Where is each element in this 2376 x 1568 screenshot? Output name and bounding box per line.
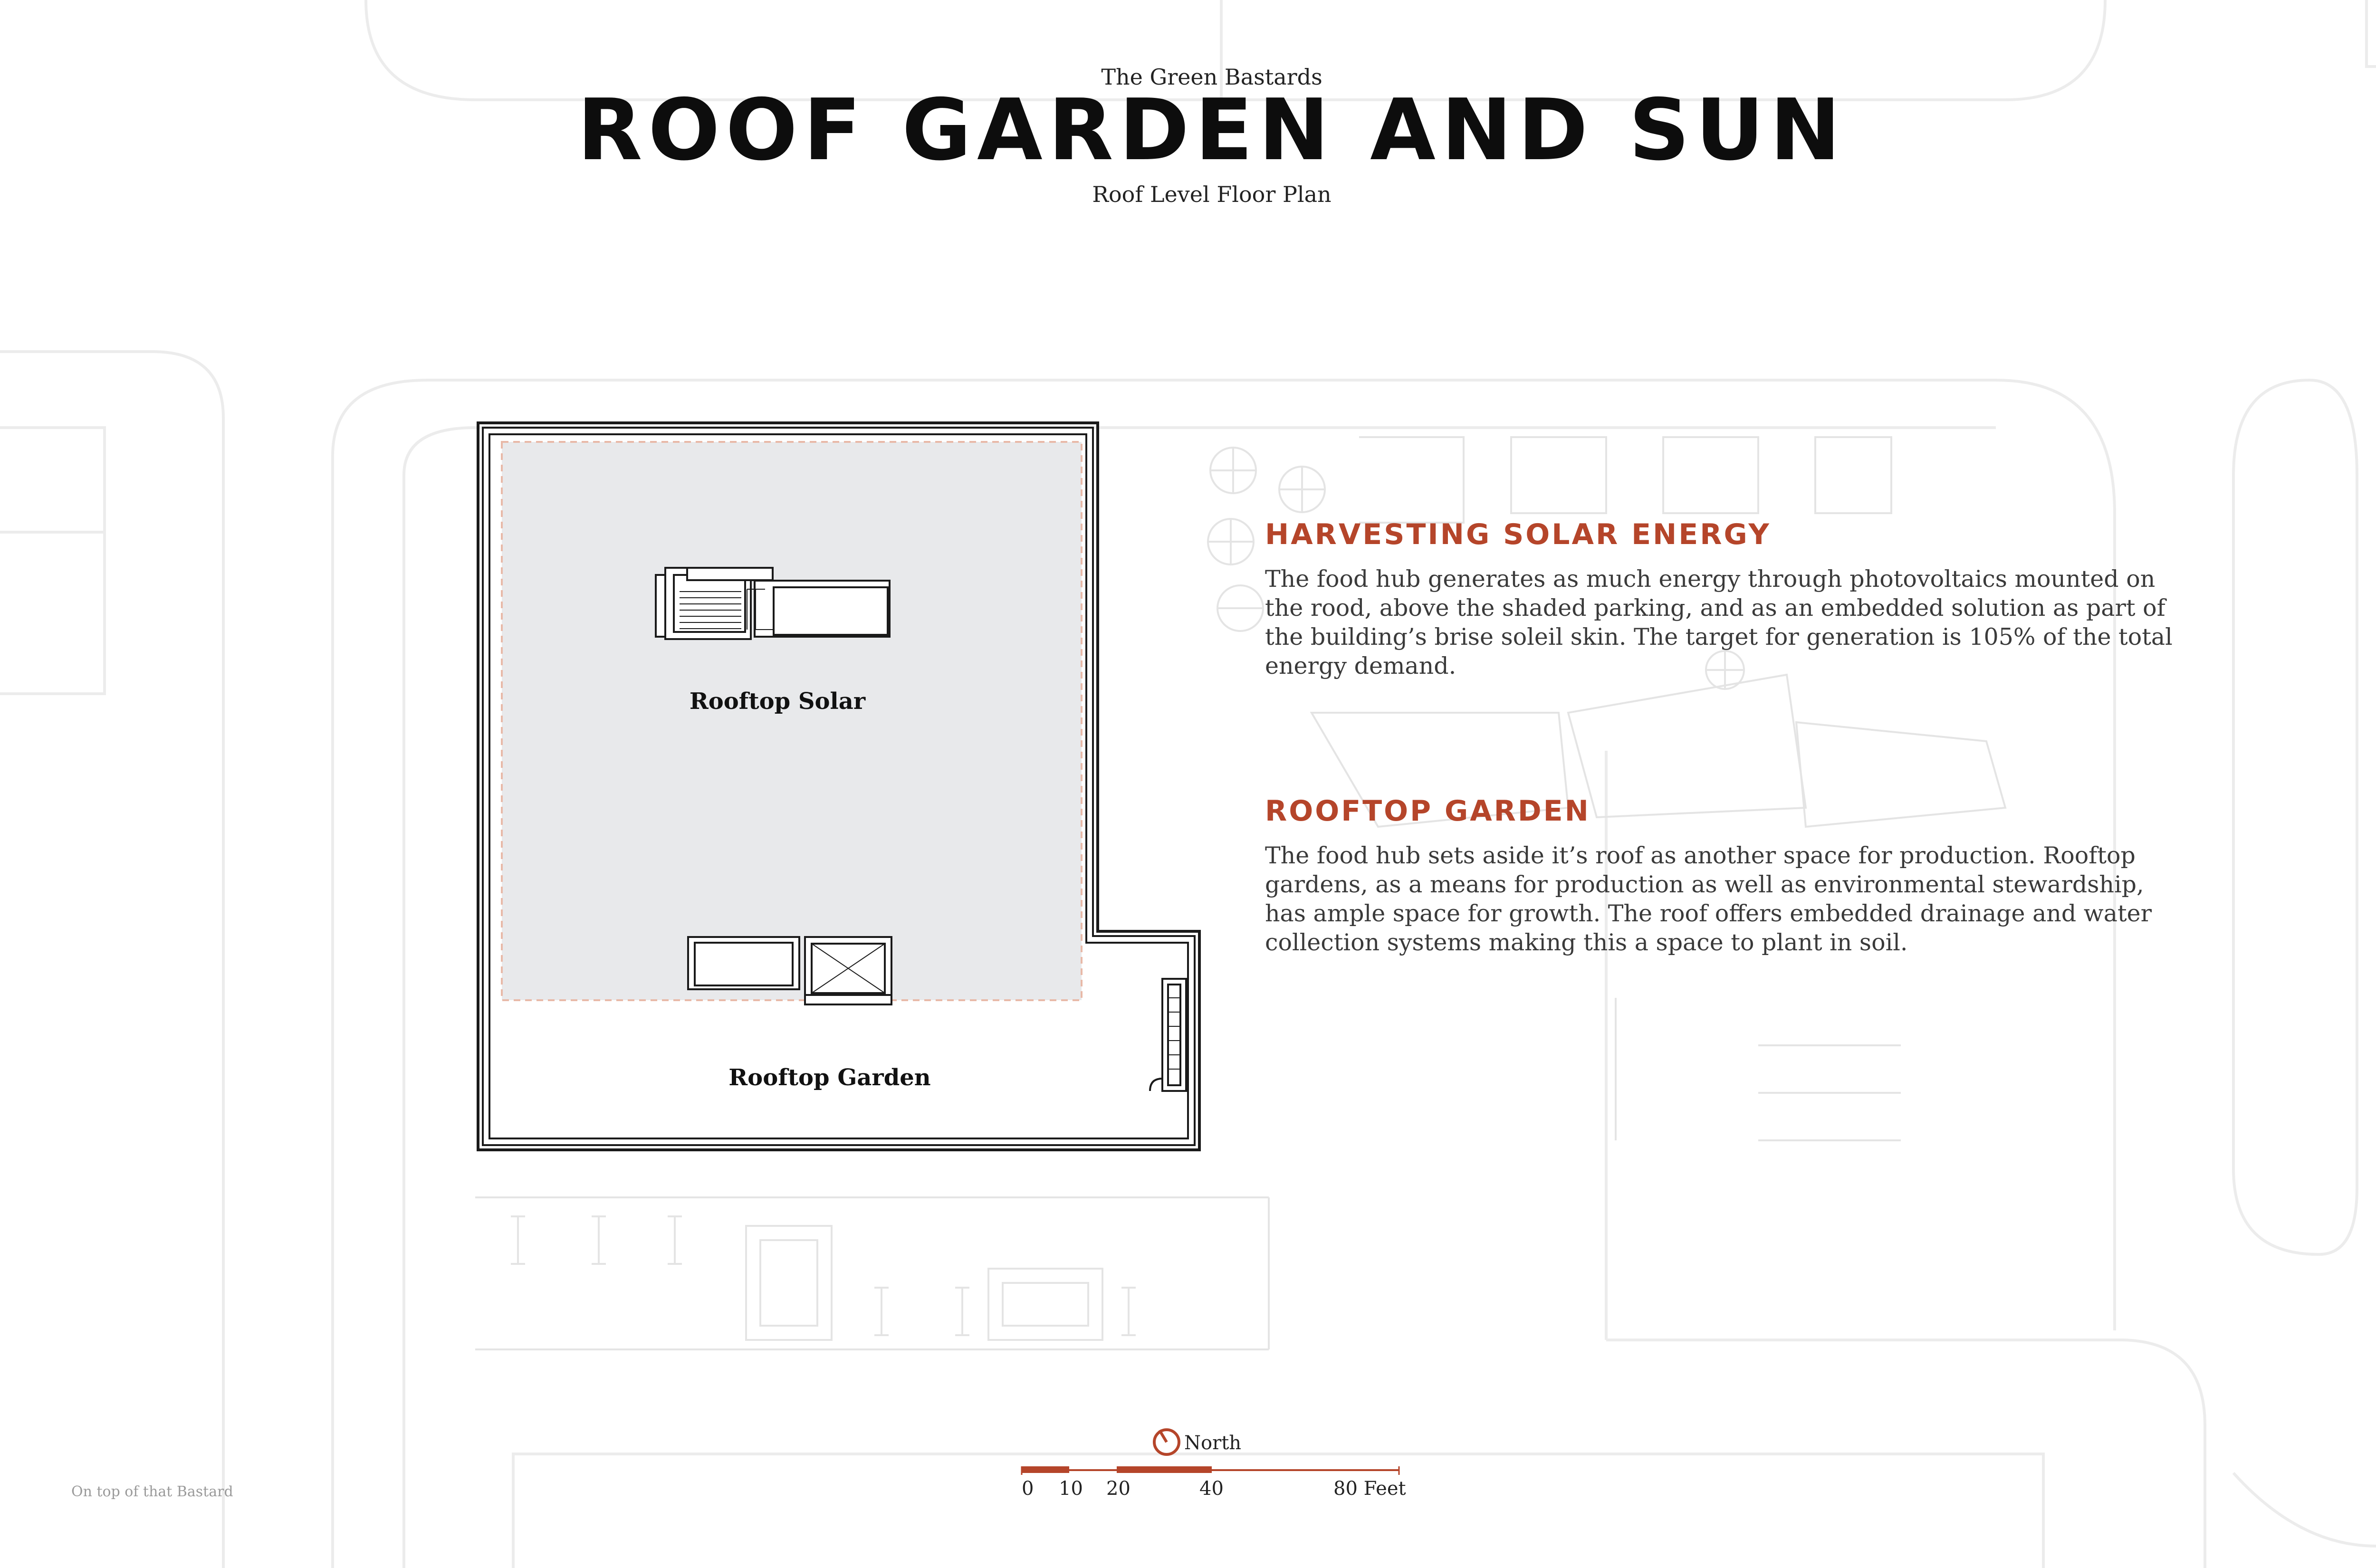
rooftop-garden-label: Rooftop Garden <box>728 1064 931 1091</box>
scale-tick-label: 40 <box>1199 1478 1224 1500</box>
solar-section-body: The food hub generates as much energy th… <box>1265 564 2196 680</box>
rooftop-solar-label: Rooftop Solar <box>689 688 866 715</box>
site-context-furniture <box>475 436 2007 1350</box>
garden-section-heading: ROOFTOP GARDEN <box>1265 794 1590 828</box>
solar-section-heading: HARVESTING SOLAR ENERGY <box>1265 518 1771 551</box>
scale-tick-label: 0 <box>1022 1478 1034 1500</box>
north-label: North <box>1184 1432 1242 1454</box>
north-arrow-icon <box>1153 1428 1180 1456</box>
body-line: The food hub sets aside it’s roof as ano… <box>1265 842 2136 869</box>
plan-subtitle: Roof Level Floor Plan <box>1092 182 1332 207</box>
body-line: The food hub generates as much energy th… <box>1265 565 2156 593</box>
body-line: the rood, above the shaded parking, and … <box>1265 594 2165 621</box>
upper-stair-treads <box>680 589 774 630</box>
lower-core <box>687 936 892 1005</box>
scale-tick-label: 20 <box>1106 1478 1131 1500</box>
solar-array-area <box>501 441 1083 1001</box>
scale-tick-label: 10 <box>1059 1478 1083 1500</box>
body-line: energy demand. <box>1265 652 1456 679</box>
body-line: collection systems making this a space t… <box>1265 929 1908 956</box>
garden-section-body: The food hub sets aside it’s roof as ano… <box>1265 841 2196 957</box>
body-line: the building’s brise soleil skin. The ta… <box>1265 623 2173 650</box>
building-outline <box>477 421 1201 1151</box>
footer-note: On top of that Bastard <box>71 1483 233 1500</box>
garden-stair <box>1149 978 1187 1092</box>
project-name: The Green Bastards <box>1101 64 1322 90</box>
scale-tick-label: 80 Feet <box>1333 1478 1406 1500</box>
page-title: ROOF GARDEN AND SUN <box>577 81 1847 179</box>
body-line: has ample space for growth. The roof off… <box>1265 900 2152 927</box>
body-line: gardens, as a means for production as we… <box>1265 871 2144 898</box>
scale-bar <box>1021 1466 1400 1475</box>
